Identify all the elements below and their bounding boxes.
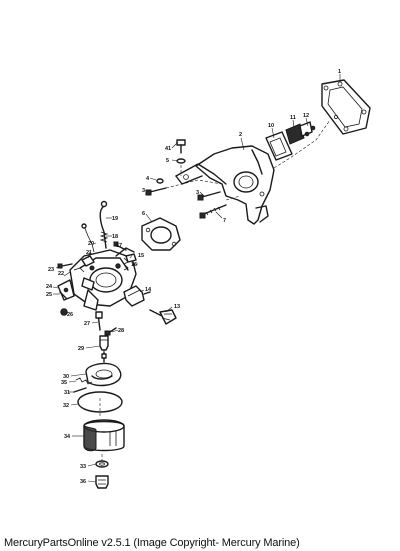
callout-35: 35 [61, 380, 67, 386]
adjusting-knob [123, 285, 151, 307]
callout-34: 34 [64, 434, 71, 440]
spring [81, 223, 109, 253]
main-jet [104, 327, 117, 336]
callout-27: 27 [84, 321, 90, 327]
callout-3-second: 3 [196, 190, 199, 196]
callout-19: 19 [112, 216, 118, 222]
long-bolt [199, 204, 227, 219]
callout-3: 3 [142, 188, 145, 194]
callout-15: 15 [138, 253, 144, 259]
callout-25: 25 [46, 292, 52, 298]
reed-petal [285, 121, 316, 145]
callout-33: 33 [80, 464, 86, 470]
callout-24: 24 [46, 284, 53, 290]
callout-7: 7 [223, 218, 226, 224]
callout-10: 10 [268, 123, 274, 129]
callout-1: 1 [338, 69, 341, 75]
callout-21: 21 [86, 250, 92, 256]
needle-valve [123, 253, 137, 271]
bowl-washer [95, 460, 109, 468]
choke-lever [73, 255, 95, 273]
callout-41: 41 [165, 146, 171, 152]
callout-18: 18 [112, 234, 118, 240]
fuel-fitting [149, 309, 177, 325]
callout-23: 23 [48, 267, 54, 273]
callout-29: 29 [78, 346, 84, 352]
mounting-screw [145, 178, 221, 201]
callout-20: 20 [88, 241, 94, 247]
callout-labels: 1 2 10 11 12 41 5 4 3 3 7 6 19 18 20 17 … [46, 69, 341, 485]
float-hinge-pin [73, 387, 87, 393]
reed-plate-gasket [321, 79, 371, 135]
bowl-drain-plug [95, 475, 109, 489]
callout-5: 5 [166, 158, 169, 164]
leader-lines [52, 74, 341, 483]
callout-16: 16 [131, 262, 137, 268]
inlet-needle-seat [99, 335, 109, 363]
manifold-screw [176, 139, 186, 164]
callout-31: 31 [64, 390, 70, 396]
callout-4: 4 [146, 176, 150, 182]
callout-17: 17 [116, 243, 122, 249]
callout-22: 22 [58, 271, 64, 277]
carburetor-exploded-diagram: 1 2 10 11 12 41 5 4 3 3 7 6 19 18 20 17 … [46, 69, 371, 489]
callout-14: 14 [145, 287, 152, 293]
reed-block-plate [265, 131, 293, 161]
callout-28: 28 [118, 328, 124, 334]
callout-12: 12 [303, 113, 309, 119]
callout-6: 6 [142, 211, 145, 217]
callout-32: 32 [63, 403, 69, 409]
flange-gasket [141, 217, 181, 251]
small-screw [57, 263, 73, 269]
throttle-link-rod [99, 200, 108, 249]
float-bowl-gasket [77, 391, 123, 413]
intake-manifold [175, 145, 275, 225]
callout-11: 11 [290, 115, 296, 121]
float-spring [75, 377, 93, 385]
callout-26: 26 [67, 312, 73, 318]
main-nozzle [95, 311, 103, 331]
copyright-footer: MercuryPartsOnline v2.5.1 (Image Copyrig… [4, 537, 300, 549]
callout-2: 2 [239, 132, 242, 138]
float [85, 362, 122, 387]
throttle-arm [57, 279, 75, 301]
float-bowl [83, 419, 125, 452]
callout-30: 30 [63, 374, 69, 380]
callout-13: 13 [174, 304, 180, 310]
callout-36: 36 [80, 479, 86, 485]
